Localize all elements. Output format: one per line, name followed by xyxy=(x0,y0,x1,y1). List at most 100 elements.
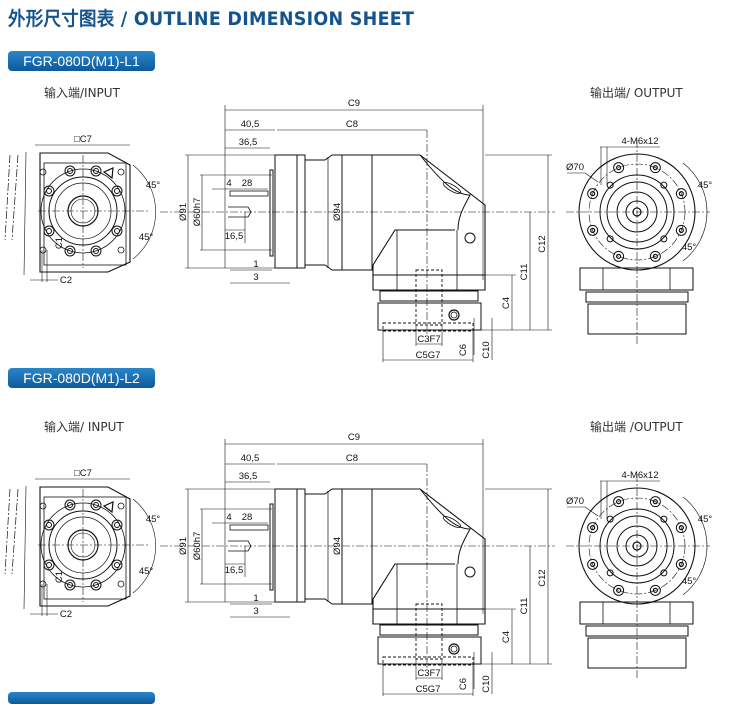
outline-circle xyxy=(450,645,458,653)
outline-circle xyxy=(678,561,684,567)
bolt-hole xyxy=(613,162,625,174)
bolt-hole xyxy=(111,559,123,571)
shaft-key xyxy=(229,524,269,531)
angle-arc xyxy=(682,162,708,262)
input-flange-side xyxy=(274,154,298,269)
output-bore xyxy=(382,656,474,666)
dimension-label: Ø60h7 xyxy=(192,532,203,561)
bolt-hole xyxy=(675,188,687,200)
outline-circle xyxy=(46,562,52,568)
adapter-ring xyxy=(296,154,306,269)
corner-hole xyxy=(117,502,125,510)
motor-housing xyxy=(341,154,373,271)
corner-hole xyxy=(117,246,125,254)
dimension-label: 40,5 xyxy=(241,119,260,130)
outline-circle xyxy=(616,587,622,593)
tapped-hole xyxy=(660,515,668,523)
outline-line xyxy=(23,485,27,610)
outline-circle xyxy=(67,502,73,508)
bolt-hole xyxy=(587,522,599,534)
output-shaft-hidden xyxy=(415,269,443,326)
output-flange xyxy=(377,636,482,665)
housing-contour xyxy=(419,154,471,231)
output-flange xyxy=(587,303,687,335)
dimension-label: □C7 xyxy=(74,134,92,145)
outline-circle xyxy=(616,165,622,171)
dimension-label: 36,5 xyxy=(239,471,258,482)
output-flange xyxy=(587,637,687,669)
dimension-label: C9 xyxy=(348,98,360,109)
corner-hole xyxy=(39,246,47,254)
angle-arc xyxy=(132,498,156,594)
dimension-label: 36,5 xyxy=(239,137,258,148)
dimension-label: 45° xyxy=(682,576,697,587)
tapped-hole xyxy=(660,181,668,189)
outline-circle xyxy=(678,525,684,531)
bolt-hole xyxy=(64,499,76,511)
dimension-label: Ø60h7 xyxy=(192,198,203,227)
angle-arc xyxy=(682,496,708,596)
output-ring xyxy=(585,291,689,303)
vent-hole xyxy=(464,566,476,578)
input-label-l1: 输入端/INPUT xyxy=(44,86,120,100)
bolt-hole xyxy=(675,224,687,236)
bolt-hole xyxy=(43,225,55,237)
tapped-hole xyxy=(606,569,614,577)
outline-circle xyxy=(590,227,596,233)
outline-circle xyxy=(678,191,684,197)
dimension-label: 4 xyxy=(226,178,231,189)
outline-line xyxy=(584,172,599,183)
output-plug xyxy=(448,309,460,321)
output-ring xyxy=(379,290,479,302)
outline-circle xyxy=(450,311,458,319)
bolt-hole xyxy=(649,250,661,262)
model-header-l2: FGR-080D(M1)-L2 xyxy=(8,368,155,388)
dimension-label: 4-M6x12 xyxy=(622,470,659,481)
dimension-label: 45° xyxy=(682,242,697,253)
dimension-label: C2 xyxy=(60,609,72,620)
outline-circle xyxy=(46,522,52,528)
outline-circle xyxy=(652,165,658,171)
dimension-label: C11 xyxy=(519,264,530,281)
gearbox-housing xyxy=(372,154,486,291)
bolt-hole xyxy=(64,165,76,177)
tapped-hole xyxy=(660,235,668,243)
bolt-hole xyxy=(90,499,102,511)
output-plug xyxy=(448,643,460,655)
outline-circle xyxy=(652,253,658,259)
dimension-label: Ø91 xyxy=(178,537,189,555)
shaft-centerline xyxy=(11,488,19,575)
outline-circle xyxy=(93,248,99,254)
page-title: 外形尺寸图表 / OUTLINE DIMENSION SHEET xyxy=(8,8,415,30)
outline-circle xyxy=(114,228,120,234)
dimension-label: 1 xyxy=(253,593,258,604)
dimension-label: C5G7 xyxy=(416,350,441,361)
corner-hole xyxy=(117,580,125,588)
bolt-hole xyxy=(43,559,55,571)
bolt-hole xyxy=(64,579,76,591)
tapped-hole xyxy=(606,181,614,189)
bolt-hole xyxy=(43,185,55,197)
dimension-label: C10 xyxy=(481,341,492,358)
outline-circle xyxy=(93,168,99,174)
dimension-label: 45° xyxy=(698,180,713,191)
output-label-l1: 输出端/ OUTPUT xyxy=(590,86,683,100)
outline-circle xyxy=(67,582,73,588)
dimension-label: 45° xyxy=(146,514,161,525)
bolt-hole xyxy=(90,245,102,257)
bolt-hole xyxy=(675,522,687,534)
tapped-hole xyxy=(660,569,668,577)
outline-circle xyxy=(652,587,658,593)
tapped-hole xyxy=(606,515,614,523)
dimension-label: C9 xyxy=(348,432,360,443)
marker-triangle xyxy=(102,501,114,514)
input-flange xyxy=(39,152,131,273)
outline-circle xyxy=(46,188,52,194)
dimension-label: 1 xyxy=(253,259,258,270)
outline-circle xyxy=(67,168,73,174)
dimension-label: Ø94 xyxy=(332,537,343,555)
shaft-key xyxy=(229,190,269,197)
dimension-label: C3F7 xyxy=(417,334,440,345)
